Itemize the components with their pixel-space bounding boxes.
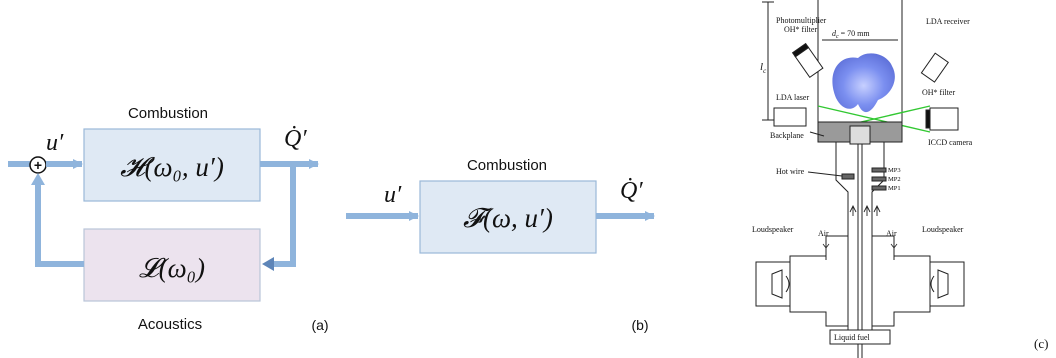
- photomultiplier-label: Photomultiplier: [776, 16, 827, 25]
- diameter-label: dc = 70 mm: [832, 29, 870, 40]
- feedback-block: [83, 228, 261, 302]
- panel-a-input-symbol: u′: [46, 130, 64, 156]
- combustor-length-label: lc: [760, 61, 767, 75]
- loudspeaker-right-label: Loudspeaker: [922, 225, 964, 234]
- lda-receiver-icon: [920, 52, 949, 83]
- oh-filter-camera: [925, 109, 931, 129]
- panel-b-output-symbol: Q̇′: [620, 178, 643, 204]
- feedback-transfer-function: 𝓛(ω₀): [139, 253, 205, 283]
- oh-filter-pm-label: OH* filter: [784, 25, 817, 34]
- liquid-fuel-label: Liquid fuel: [834, 333, 871, 342]
- air-right-label: Air: [886, 229, 897, 238]
- panel-c-labels: lc dc = 70 mm Photomultiplier OH* filter…: [752, 16, 973, 342]
- iccd-camera-icon: [929, 107, 959, 131]
- hot-wire-label: Hot wire: [776, 167, 805, 176]
- iccd-camera-label: ICCD camera: [928, 138, 973, 147]
- panel-a-acoustics-label: Acoustics: [138, 316, 202, 333]
- panel-b-input-symbol: u′: [384, 182, 402, 208]
- backplane-leader: [809, 131, 825, 137]
- panel-a: Combustion 𝓗(ω₀, u′) 𝓛(ω₀) Acoustics + u…: [8, 105, 329, 333]
- panel-b-transfer-function: 𝓕(ω, u′): [463, 203, 553, 233]
- hot-wire-leader: [807, 171, 843, 177]
- chamber-left: [789, 235, 848, 327]
- chamber-right: [872, 235, 931, 327]
- air-left-label: Air: [818, 229, 829, 238]
- flame: [832, 53, 895, 113]
- hot-wire-probe: [841, 173, 855, 180]
- lda-receiver-label: LDA receiver: [926, 17, 970, 26]
- panel-a-output-symbol: Q̇′: [284, 126, 307, 152]
- photomultiplier-icon: [791, 42, 824, 79]
- loudspeaker-left-label: Loudspeaker: [752, 225, 794, 234]
- panel-b-combustion-label: Combustion: [467, 157, 547, 174]
- panel-b: Combustion 𝓕(ω, u′) u′ Q̇′ (b): [346, 157, 655, 333]
- summing-junction-sign: +: [34, 157, 42, 173]
- lda-laser-label: LDA laser: [776, 93, 809, 102]
- feedback-into-block-arrowhead: [262, 257, 274, 271]
- panel-c-tag: (c): [1034, 336, 1048, 351]
- forward-transfer-function: 𝓗(ω₀, u′): [120, 152, 224, 182]
- panel-a-tag: (a): [311, 317, 328, 333]
- microphone-mp3: [871, 167, 887, 173]
- microphone-mp1: [871, 185, 887, 191]
- panel-c-rig-schematic: [755, 0, 965, 358]
- feedback-return-arrowhead: [31, 173, 45, 185]
- mp2-label: MP2: [888, 176, 901, 183]
- liquid-fuel-box: [829, 329, 891, 345]
- panel-a-combustion-label: Combustion: [128, 105, 208, 122]
- feedback-path-return: [35, 184, 84, 267]
- feedback-path-down: [272, 164, 296, 267]
- lda-laser-icon: [773, 107, 807, 127]
- loudspeaker-right-icon: [929, 261, 965, 307]
- forward-block: [83, 128, 261, 202]
- injector-head: [849, 125, 871, 145]
- oh-filter-camera-label: OH* filter: [922, 88, 955, 97]
- loudspeaker-left-icon: [755, 261, 791, 307]
- mp1-label: MP1: [888, 185, 901, 192]
- mp3-label: MP3: [888, 167, 901, 174]
- backplane-label: Backplane: [770, 131, 804, 140]
- flow-direction-arrows: [849, 204, 881, 216]
- microphone-mp2: [871, 176, 887, 182]
- panel-b-tag: (b): [631, 317, 648, 333]
- air-inlet-arrows: [822, 240, 898, 249]
